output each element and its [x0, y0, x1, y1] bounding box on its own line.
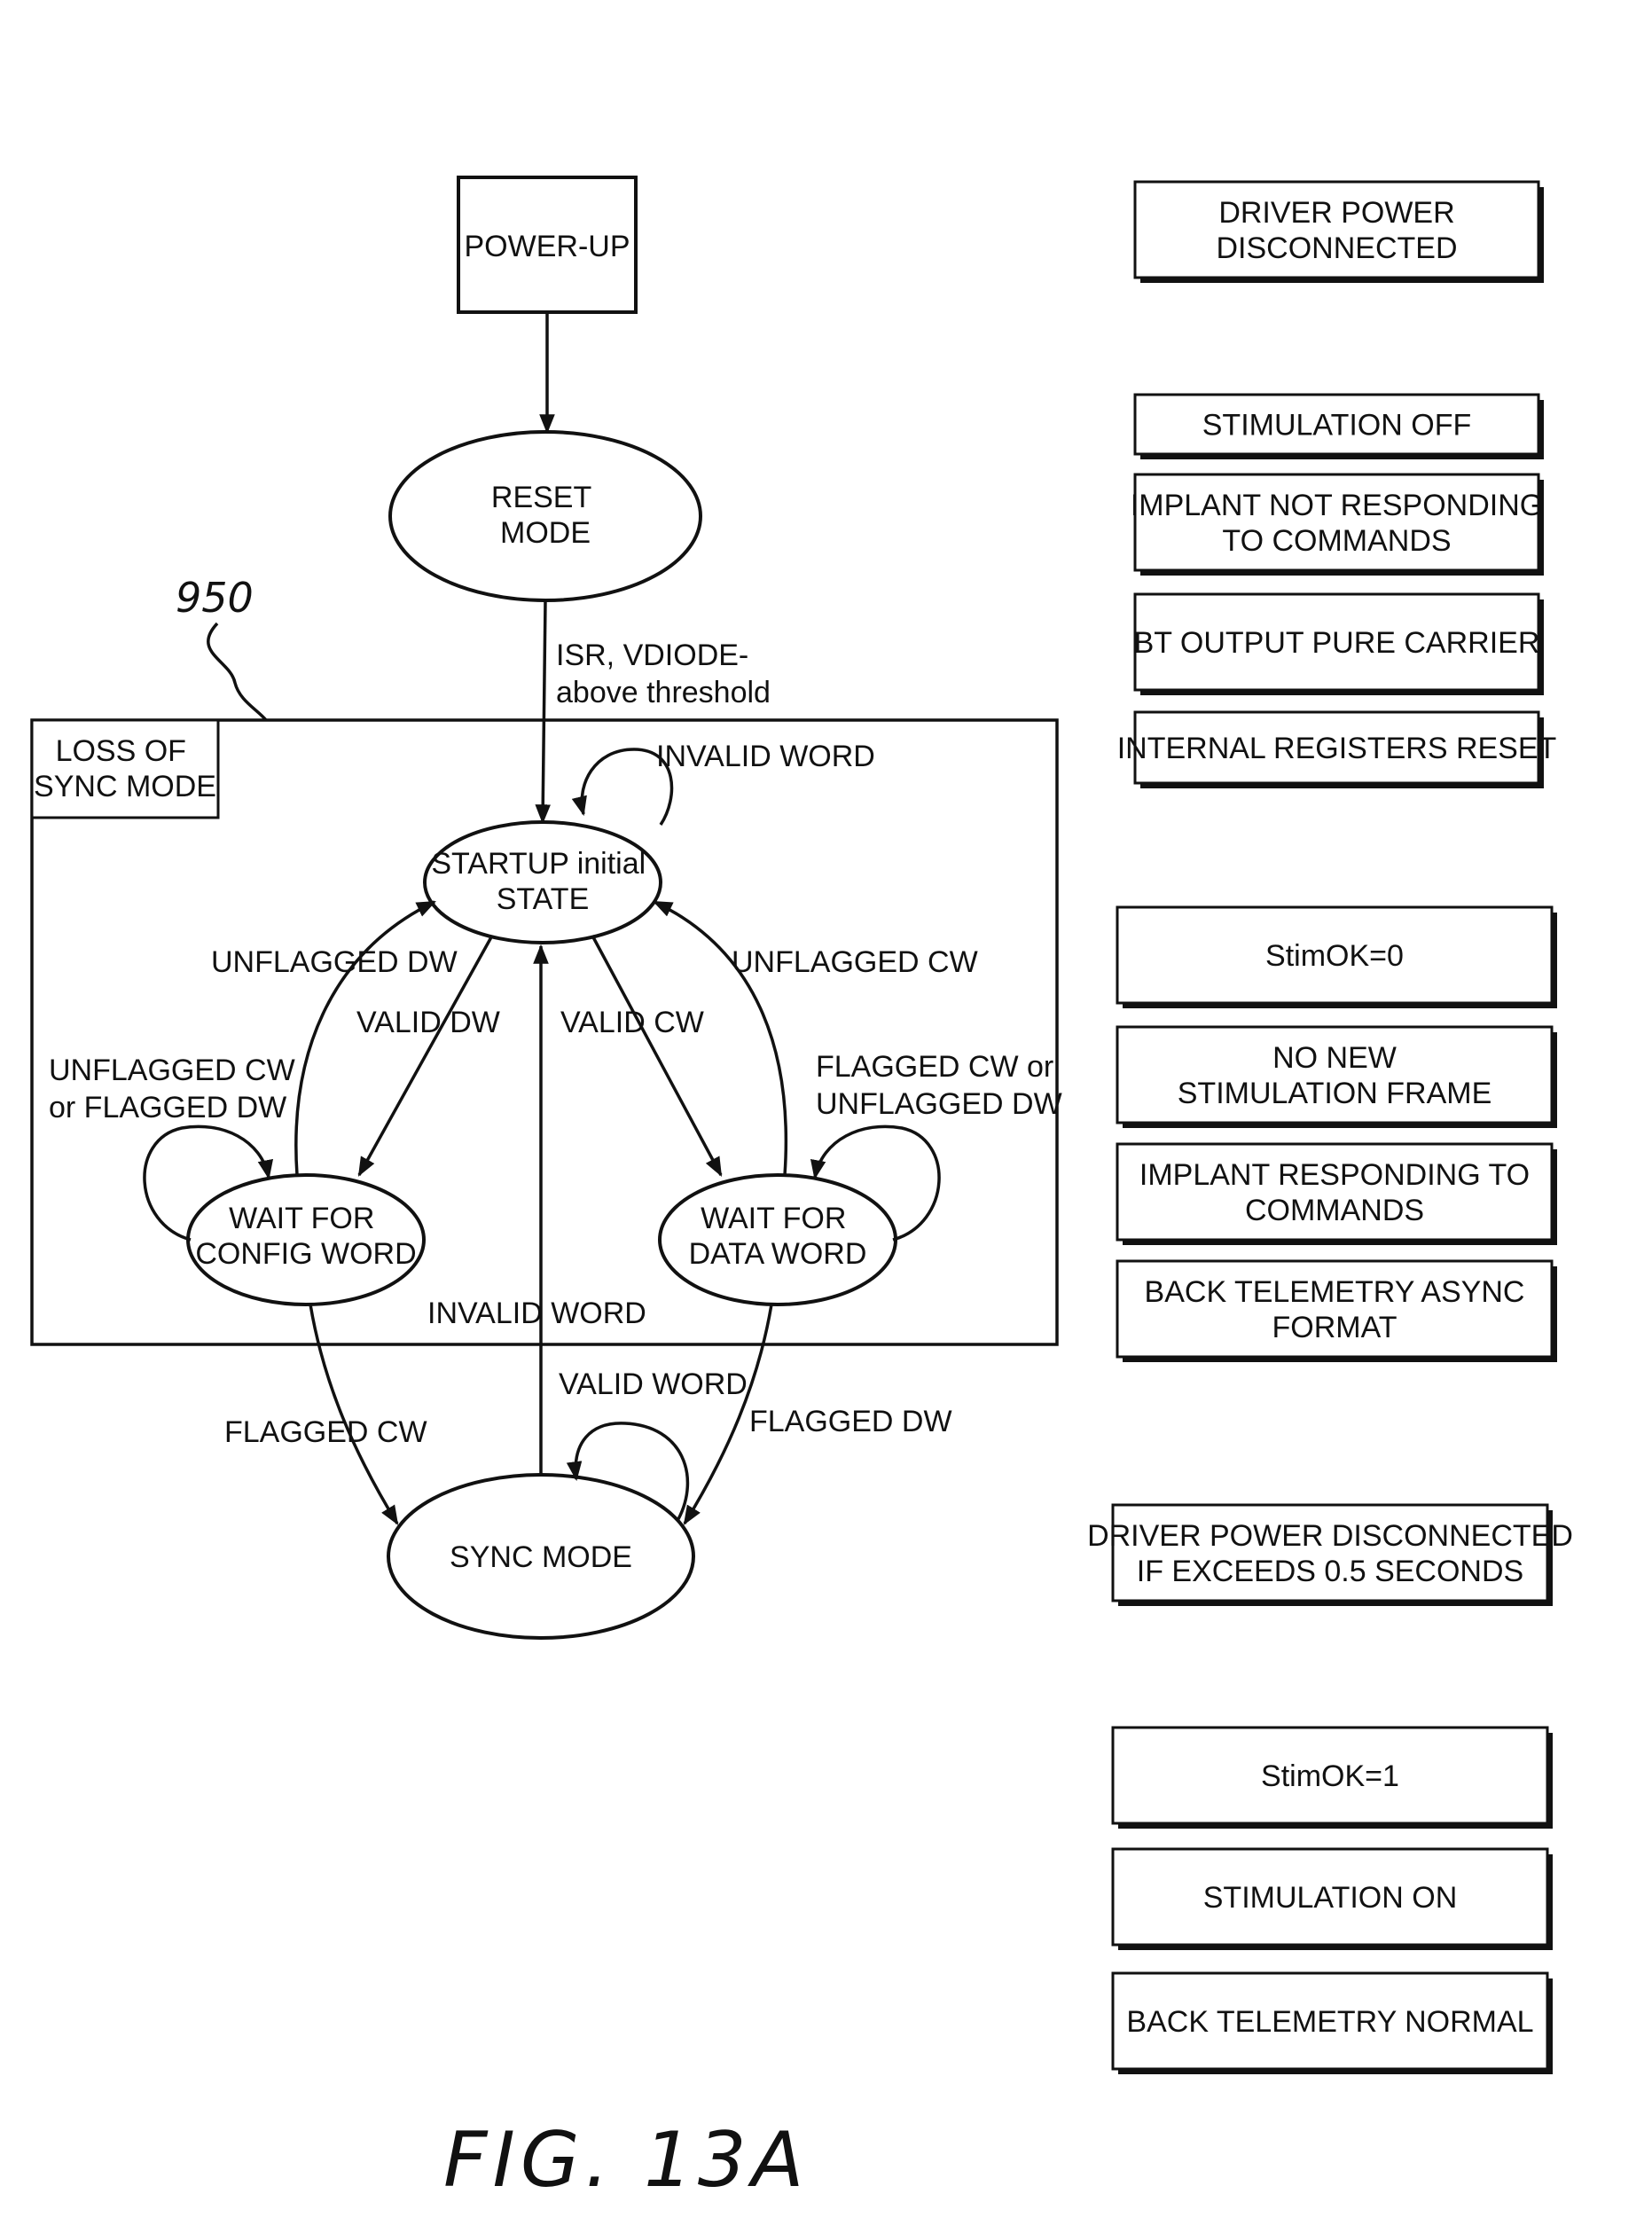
edge-startup-to-data — [592, 936, 721, 1175]
status-line: BACK TELEMETRY ASYNC — [1145, 1275, 1525, 1309]
status-line: DISCONNECTED — [1216, 231, 1457, 265]
status-line: BT OUTPUT PURE CARRIER — [1134, 626, 1540, 660]
label-sync-self: VALID WORD — [559, 1367, 748, 1401]
status-line: StimOK=1 — [1261, 1759, 1399, 1793]
status-line: FORMAT — [1272, 1311, 1397, 1344]
status-line: STIMULATION OFF — [1202, 409, 1471, 443]
status-line: INTERNAL REGISTERS RESET — [1117, 732, 1557, 765]
status-line: TO COMMANDS — [1222, 524, 1451, 558]
label-startup-to-data: VALID CW — [560, 1006, 704, 1039]
label-data-to-sync: FLAGGED DW — [749, 1405, 952, 1438]
reference-numeral: 950 — [176, 574, 254, 622]
status-panel: DRIVER POWERDISCONNECTED STIMULATION OFF I… — [1087, 182, 1573, 2074]
label-sync-to-startup: INVALID WORD — [427, 1297, 646, 1330]
status-box-text: StimOK=1 — [1261, 1759, 1399, 1793]
status-line: STIMULATION ON — [1203, 1881, 1458, 1915]
reference-leader — [208, 623, 266, 720]
status-box-text: STIMULATION OFF — [1202, 409, 1471, 443]
status-line: BACK TELEMETRY NORMAL — [1126, 2005, 1533, 2039]
status-line: STIMULATION FRAME — [1178, 1077, 1492, 1110]
status-box-text: BT OUTPUT PURE CARRIER — [1134, 626, 1540, 660]
label-data-self: FLAGGED CW or UNFLAGGED DW — [816, 1050, 1062, 1121]
sync-mode-label: SYNC MODE — [450, 1540, 632, 1574]
label-data-to-startup: UNFLAGGED CW — [732, 945, 978, 979]
status-box-text: INTERNAL REGISTERS RESET — [1117, 732, 1557, 765]
status-box-text: StimOK=0 — [1265, 939, 1404, 973]
edge-config-to-sync — [310, 1305, 397, 1524]
label-config-to-startup: UNFLAGGED DW — [211, 945, 458, 979]
label-startup-to-config: VALID DW — [356, 1006, 500, 1039]
edge-reset-to-startup — [543, 600, 545, 822]
status-line: NO NEW — [1272, 1041, 1397, 1075]
power-up-label: POWER-UP — [465, 230, 630, 263]
label-reset-to-startup: ISR, VDIODE- above threshold — [556, 639, 771, 709]
label-config-self: UNFLAGGED CW or FLAGGED DW — [49, 1054, 303, 1124]
status-line: IMPLANT RESPONDING TO — [1139, 1158, 1530, 1192]
status-line: COMMANDS — [1245, 1194, 1424, 1227]
status-box-text: STIMULATION ON — [1203, 1881, 1458, 1915]
status-box-text: BACK TELEMETRY NORMAL — [1126, 2005, 1533, 2039]
label-config-to-sync: FLAGGED CW — [224, 1415, 427, 1449]
figure-label: FIG. 13A — [443, 2116, 809, 2205]
status-line: IMPLANT NOT RESPONDING — [1131, 489, 1543, 522]
status-line: IF EXCEEDS 0.5 SECONDS — [1137, 1555, 1523, 1588]
label-startup-self: INVALID WORD — [656, 740, 875, 773]
status-line: StimOK=0 — [1265, 939, 1404, 973]
status-line: DRIVER POWER — [1218, 196, 1454, 230]
status-line: DRIVER POWER DISCONNECTED — [1087, 1519, 1573, 1553]
